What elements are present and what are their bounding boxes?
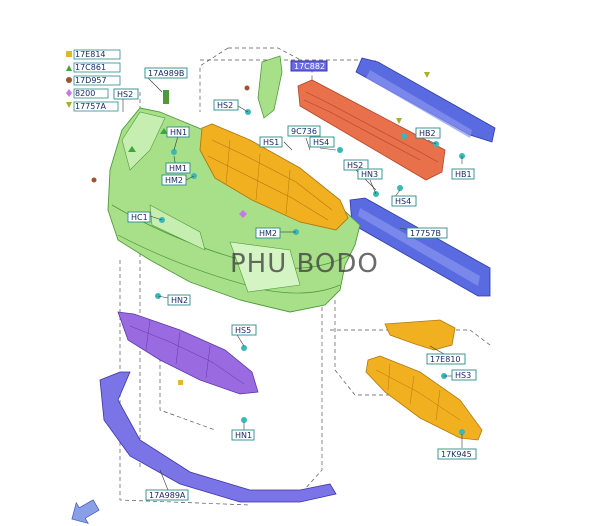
label-17k945[interactable]: 17K945 <box>437 448 477 460</box>
svg-text:HN2: HN2 <box>171 296 188 305</box>
label-17c882[interactable]: 17C882 <box>290 60 328 72</box>
svg-text:17C882: 17C882 <box>294 62 325 71</box>
label-hs4-top[interactable]: HS4 <box>309 136 335 148</box>
label-17a989a[interactable]: 17A989A <box>145 489 189 501</box>
svg-text:HS2: HS2 <box>347 161 363 170</box>
diamond-icon <box>66 89 72 97</box>
svg-text:HB1: HB1 <box>455 170 472 179</box>
svg-text:HC1: HC1 <box>131 213 148 222</box>
svg-text:HM2: HM2 <box>165 176 183 185</box>
label-hb1[interactable]: HB1 <box>451 168 475 180</box>
circle-icon <box>244 85 250 91</box>
label-hn1-bottom[interactable]: HN1 <box>231 429 255 441</box>
lower-deflector <box>117 311 259 395</box>
label-17e810[interactable]: 17E810 <box>426 353 466 365</box>
legend-entry-2: 17C861 <box>75 63 106 72</box>
triangle-down-icon <box>66 102 72 108</box>
fasteners <box>155 109 465 435</box>
part-markers <box>91 72 430 385</box>
triangle-icon <box>160 128 168 134</box>
svg-text:HS5: HS5 <box>235 326 251 335</box>
label-hb2[interactable]: HB2 <box>415 127 441 139</box>
upper-beam <box>355 57 496 143</box>
label-hm1[interactable]: HM1 <box>165 162 191 174</box>
label-hs2-mid[interactable]: HS2 <box>213 99 239 111</box>
label-hs4-right[interactable]: HS4 <box>391 195 417 207</box>
svg-text:HS1: HS1 <box>263 138 279 147</box>
label-hs5[interactable]: HS5 <box>231 324 257 336</box>
svg-text:HS4: HS4 <box>313 138 329 147</box>
circle-icon <box>91 177 97 183</box>
legend-entry-5: 17757A <box>75 102 106 111</box>
label-17757b[interactable]: 17757B <box>406 227 448 239</box>
triangle-icon <box>66 65 72 71</box>
bumper-cover <box>107 107 361 313</box>
label-hs2-right[interactable]: HS2 <box>343 159 369 171</box>
triangle-down-icon <box>424 72 430 78</box>
square-icon <box>178 380 183 385</box>
svg-text:17757B: 17757B <box>410 229 441 238</box>
triangle-down-icon <box>396 118 402 124</box>
label-17a989b[interactable]: 17A989B <box>144 67 188 79</box>
svg-text:17A989B: 17A989B <box>148 69 184 78</box>
energy-absorber <box>297 79 446 181</box>
svg-text:HS2: HS2 <box>217 101 233 110</box>
svg-text:HN1: HN1 <box>235 431 252 440</box>
label-hs1[interactable]: HS1 <box>259 136 283 148</box>
square-icon <box>66 51 72 57</box>
svg-text:HM2: HM2 <box>259 229 277 238</box>
arrow-icon[interactable] <box>66 495 102 526</box>
legend-entry-3: 17D957 <box>75 76 107 85</box>
svg-text:HS3: HS3 <box>455 371 471 380</box>
legend-entry-4: 8200 <box>75 89 95 98</box>
diamond-icon <box>239 210 247 218</box>
part-labels: HS2 17A989B 17C882 HS2 HN1 HS1 9C736 HS4… <box>113 60 477 501</box>
svg-text:9C736: 9C736 <box>291 127 317 136</box>
svg-text:HS2: HS2 <box>117 90 133 99</box>
label-hn3[interactable]: HN3 <box>357 168 383 180</box>
lip-spoiler <box>99 371 337 503</box>
svg-text:HB2: HB2 <box>419 129 436 138</box>
svg-text:17A989A: 17A989A <box>149 491 186 500</box>
label-hs3[interactable]: HS3 <box>451 369 477 381</box>
svg-text:17K945: 17K945 <box>441 450 472 459</box>
label-hn2[interactable]: HN2 <box>167 294 191 306</box>
upper-grille <box>199 123 349 231</box>
lower-beam <box>349 197 491 297</box>
svg-text:17E810: 17E810 <box>430 355 461 364</box>
svg-text:HS4: HS4 <box>395 197 411 206</box>
label-hc1[interactable]: HC1 <box>127 211 151 223</box>
label-hm2-mid[interactable]: HM2 <box>255 227 281 239</box>
legend-entry-1: 17E814 <box>75 50 106 59</box>
label-hs2-top[interactable]: HS2 <box>113 88 139 100</box>
label-9c736[interactable]: 9C736 <box>287 125 321 137</box>
side-bracket <box>163 55 283 119</box>
lower-grille <box>365 355 483 441</box>
fog-trim <box>384 319 456 351</box>
triangle-icon <box>128 146 136 152</box>
svg-text:HM1: HM1 <box>169 164 187 173</box>
circle-icon <box>66 77 72 83</box>
svg-text:HN3: HN3 <box>361 170 378 179</box>
label-hn1-top[interactable]: HN1 <box>166 126 190 138</box>
legend: 17E814 17C861 17D957 8200 17757A <box>66 49 121 112</box>
label-hm2-top[interactable]: HM2 <box>161 174 187 186</box>
svg-text:HN1: HN1 <box>170 128 187 137</box>
watermark: PHU BODO <box>230 249 379 279</box>
